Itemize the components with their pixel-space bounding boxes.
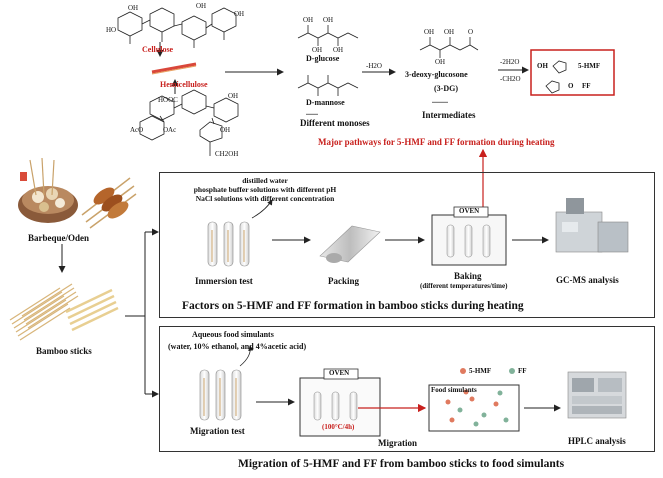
- cellulose-label: Cellulose: [142, 45, 174, 54]
- barbeque-label: Barbeque/Oden: [28, 233, 90, 243]
- gcms-label: GC-MS analysis: [556, 275, 619, 285]
- three-dg-structure: [419, 37, 479, 58]
- products-box: [530, 49, 615, 96]
- migration-oven-tubes: [313, 391, 358, 421]
- migration-test-label: Migration test: [190, 426, 245, 436]
- solution-list: distilled water phosphate buffer solutio…: [165, 176, 365, 203]
- mol-hooc: HOOC: [158, 96, 178, 104]
- foil-picture: [319, 225, 381, 263]
- solution-line: distilled water: [242, 176, 288, 185]
- legend-hmf-label: 5-HMF: [469, 367, 492, 375]
- immersion-tubes: [207, 221, 250, 267]
- mol-oh: OH: [303, 16, 314, 24]
- gcms-picture: [555, 198, 629, 253]
- migration-tubes: [199, 369, 242, 421]
- mol-ho: HO: [106, 26, 117, 34]
- intermediates-label: Intermediates: [422, 110, 476, 120]
- hplc-label: HPLC analysis: [568, 436, 626, 446]
- baking-oven-label: OVEN: [459, 207, 480, 215]
- baking-sub-label: (different temperatures/time): [420, 282, 508, 290]
- mol-aco: AcO: [130, 126, 144, 134]
- solution-line: phosphate buffer solutions with differen…: [193, 185, 337, 194]
- mol-oh: OH: [234, 10, 245, 18]
- hemicellulose-label: Hemicellulose: [160, 80, 208, 89]
- mol-oh: OH: [323, 16, 334, 24]
- food-simulants-label: Food simulants: [431, 386, 477, 394]
- mol-oh: OH: [228, 92, 239, 100]
- minus-ch2o-label: -CH2O: [500, 75, 521, 83]
- oven-tubes: [446, 224, 491, 258]
- factors-panel: [159, 172, 655, 318]
- mol-oh: OH: [196, 2, 207, 10]
- migration-oven-label: OVEN: [329, 369, 350, 377]
- bamboo-sticks-picture: [9, 283, 119, 341]
- monose-structures: [297, 25, 359, 96]
- migration-oven: [299, 377, 381, 437]
- mol-oh: OH: [312, 46, 323, 54]
- mol-o: O: [468, 28, 474, 36]
- mol-oh: OH: [128, 4, 139, 12]
- intermediates-dots: ........: [432, 96, 448, 105]
- packing-label: Packing: [328, 276, 360, 286]
- mol-oh: OH: [424, 28, 435, 36]
- oven-condition-label: (100°C/4h): [322, 423, 355, 431]
- immersion-test-label: Immersion test: [195, 276, 253, 286]
- legend-ff-label: FF: [518, 367, 527, 375]
- mol-oh: OH: [333, 46, 344, 54]
- bamboo-sticks-label: Bamboo sticks: [36, 346, 92, 356]
- furan-rings: [545, 60, 567, 94]
- mol-oh: OH: [435, 58, 446, 66]
- three-dg-label: (3-DG): [434, 84, 458, 93]
- ff-label: FF: [582, 82, 591, 90]
- mol-oh: OH: [537, 62, 548, 70]
- monoses-dots: ......: [306, 108, 318, 117]
- deoxy-glucosone-label: 3-deoxy-glucosone: [405, 70, 468, 79]
- migration-panel: [159, 326, 655, 452]
- minus-h2o-label: -H2O: [366, 62, 382, 70]
- minus-2h2o-label: -2H2O: [500, 58, 520, 66]
- mol-oac: OAc: [163, 126, 177, 134]
- dmannose-label: D-mannose: [306, 98, 345, 107]
- factors-title: Factors on 5-HMF and FF formation in bam…: [182, 300, 524, 312]
- legend-ff-marker: [509, 368, 515, 374]
- simulants-line2: (water, 10% ethanol, and 4%acetic acid): [168, 342, 307, 351]
- hemicellulose-structure: [139, 89, 239, 156]
- simulant-particles: [445, 389, 509, 427]
- mol-o: O: [568, 82, 574, 90]
- different-monoses-label: Different monoses: [300, 118, 370, 128]
- cellulose-structure: [117, 7, 237, 48]
- solution-line: NaCl solutions with different concentrat…: [195, 194, 335, 203]
- major-pathways-title: Major pathways for 5-HMF and FF formatio…: [318, 137, 555, 147]
- hplc-picture: [567, 371, 627, 419]
- mol-oh: OH: [220, 126, 231, 134]
- migration-title: Migration of 5-HMF and FF from bamboo st…: [238, 458, 565, 470]
- legend-hmf-marker: [460, 368, 466, 374]
- hmf-label: 5-HMF: [578, 62, 601, 70]
- simulants-line1: Aqueous food simulants: [192, 330, 274, 339]
- baking-label: Baking: [454, 271, 482, 281]
- mol-ch2oh: CH2OH: [215, 150, 239, 158]
- barbeque-picture: [18, 157, 137, 229]
- mol-oh: OH: [444, 28, 455, 36]
- dglucose-label: D-glucose: [306, 54, 340, 63]
- migration-label: Migration: [378, 438, 417, 448]
